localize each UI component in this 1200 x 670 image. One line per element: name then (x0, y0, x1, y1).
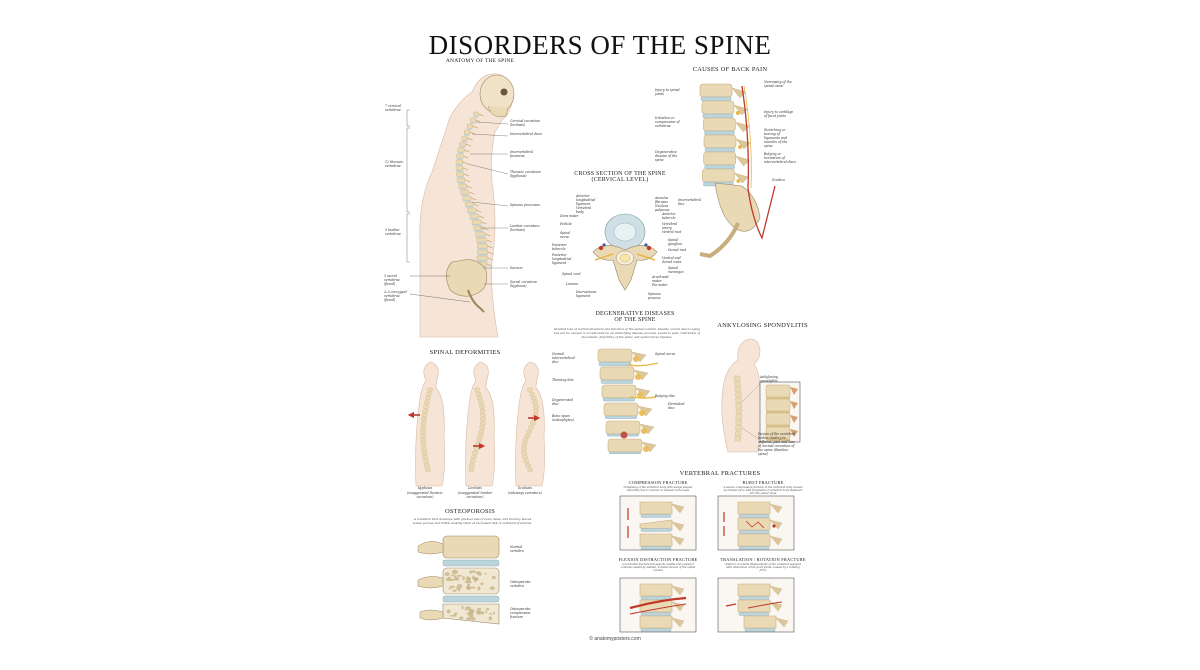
osteoporosis-label-normal: Normal vertebra (510, 545, 524, 553)
osteoporosis-title: OSTEOPOROSIS (444, 508, 496, 515)
deformity-scoliosis-caption: (sideways curvature) (508, 491, 542, 495)
cross-label-interspinous: Interspinous ligament (576, 290, 597, 298)
ankylosing-title: ANKYLOSING SPONDYLITIS (717, 322, 808, 329)
cross-label-nucleus: Nucleus pulposus (655, 204, 670, 212)
anatomy-title: ANATOMY OF THE SPINE (445, 58, 515, 64)
degenerative-label-thinning: Thinning disc (552, 378, 574, 382)
cross-label-post-ligament: Posterior longitudinal ligament (552, 253, 572, 265)
causes-label-discs: Bulging or herniation of intervertebral … (764, 152, 796, 164)
deformity-kyphosis-name: Kyphosis (417, 486, 433, 490)
poster: DISORDERS OF THE SPINE ANATOMY OF THE SP… (380, 0, 820, 670)
ankylosing-illustration (721, 338, 801, 453)
cross-label-post-tubercle: Posterior tubercle (552, 243, 567, 251)
degenerative-label-normal: Normal intervertebral disc (552, 352, 575, 364)
cross-label-pia: Pia mater (652, 283, 668, 287)
cross-label-lamina: Lamina (566, 282, 579, 286)
spine-column (455, 111, 493, 268)
deformity-lordosis-name: Lordosis (468, 486, 482, 490)
cross-title: CROSS SECTION OF THE SPINE (CERVICAL LEV… (574, 171, 666, 183)
anatomy-illustration (406, 73, 515, 338)
cross-label-vertebral-body: Vertebral body (576, 206, 592, 214)
cross-label-disc: Intervertebral disc (678, 198, 701, 206)
cross-label-annulus: Annulus fibrosus (655, 196, 669, 204)
anatomy-label-coccygeal: 3–5 coccygeal vertebrae (fused) (384, 290, 407, 302)
degenerative-illustration (597, 348, 659, 454)
degenerative-label-degenerated: Degenerated disc (552, 398, 573, 406)
fracture-burst-text: A severe compression fracture of the ver… (723, 486, 803, 496)
degenerative-label-herniated: Herniated disc (668, 402, 685, 410)
fracture-flexion-text: A horizontal fracture through the middle… (620, 563, 696, 573)
poster-title: DISORDERS OF THE SPINE (428, 30, 772, 60)
pelvis (446, 259, 488, 297)
deformity-scoliosis-name: Scoliosis (517, 486, 533, 490)
degenerative-label-bulging: Bulging disc (655, 394, 676, 398)
cross-label-artery: Vertebral artery (662, 222, 678, 230)
poster-footer: © anatomyposters.com (589, 636, 641, 642)
cross-label-dorsal-root: Dorsal root (668, 248, 687, 252)
cross-section-illustration (592, 213, 658, 291)
fracture-compression-panel (619, 495, 697, 551)
cross-label-ant-ligament: Anterior longitudinal ligament (576, 194, 596, 206)
anatomy-label-foramina: Intervertebral foramina (510, 150, 533, 158)
degenerative-title: DEGENERATIVE DISEASES OF THE SPINE (595, 311, 675, 323)
fracture-burst-panel (717, 495, 795, 551)
cross-label-ganglion: Spinal ganglion (668, 238, 683, 246)
causes-label-joints: Injury to spinal joints (655, 88, 680, 96)
causes-label-narrowing: Narrowing of the spinal canal (764, 80, 792, 88)
fracture-flexion-panel (619, 577, 697, 633)
fracture-burst-title: BURST FRACTURE (742, 480, 784, 485)
cross-label-arachnoid: Arachnoid mater (652, 275, 669, 283)
anatomy-label-lumbar-curve: Lumbar curvature (lordosis) (510, 224, 540, 232)
fracture-flexion-title: FLEXION DISTRACTION FRACTURE (618, 557, 698, 562)
fractures-title: VERTEBRAL FRACTURES (679, 470, 761, 477)
deformities-illustration (407, 361, 545, 487)
degenerative-text: Gradual loss of normal structure and fun… (553, 327, 701, 339)
degenerative-label-nerve: Spinal nerve (655, 352, 676, 356)
causes-label-degenerative: Degenerative disease of the spine (655, 150, 678, 162)
osteoporosis-label-fracture: Osteoporotic compression fracture (510, 607, 531, 619)
anatomy-label-thoracic-curve: Thoracic curvature (kyphosis) (510, 170, 541, 178)
anatomy-label-cervical-curve: Cervical curvature (lordosis) (510, 119, 541, 127)
anatomy-label-cervical: 7 cervical vertebrae (385, 104, 401, 112)
cross-label-pedicle: Pedicle (560, 222, 572, 226)
cross-label-spinous: Spinous process (648, 292, 661, 300)
osteoporosis-illustration (417, 535, 500, 625)
deformity-lordosis-caption: (exaggerated lumbar curvature) (458, 491, 492, 499)
anatomy-label-discs: Intervertebral discs (510, 132, 542, 136)
causes-title: CAUSES OF BACK PAIN (692, 66, 768, 73)
cross-label-spinal-nerve: Spinal nerve (560, 231, 571, 239)
cross-label-ventral-root: Ventral root (662, 230, 682, 234)
cross-label-spinal-cord: Spinal cord (562, 272, 581, 276)
cross-label-roots: Ventral and dorsal roots (662, 256, 682, 264)
causes-label-facet: Injury to cartilage of facet joints (764, 110, 794, 118)
causes-label-irritation: Irritation or compression of vertebrae (655, 116, 680, 128)
ankylosing-label-main: Ankylosing spondylitis (760, 375, 778, 383)
fracture-translation-title: TRANSLATION / ROTATION FRACTURE (720, 557, 806, 562)
anatomy-label-sacral: 5 sacral vertebrae (fused) (384, 274, 400, 286)
deformities-title: SPINAL DEFORMITIES (429, 349, 501, 356)
fracture-compression-text: Collapsing of the vertebral body with we… (623, 486, 693, 493)
anatomy-label-lumbar: 5 lumbar vertebrae (385, 228, 401, 236)
cross-label-dura: Dura mater (560, 214, 579, 218)
causes-label-ligaments: Stretching or tearing of ligaments and m… (764, 128, 788, 148)
causes-illustration (699, 83, 776, 259)
deformity-kyphosis-caption: (exaggerated thoracic curvature) (407, 491, 443, 499)
anatomy-label-sacrum: Sacrum (510, 266, 523, 270)
ankylosing-label-fusion: Fusion of the vertebral bodies leading t… (758, 432, 796, 456)
degenerative-label-spurs: Bone spurs (osteophytes) (552, 414, 574, 422)
anatomy-label-spinous: Spinous processes (510, 203, 540, 207)
cross-label-meninges: Spinal meninges (668, 266, 684, 274)
causes-label-sciatica: Sciatica (772, 178, 785, 182)
fracture-translation-text: Anterior or lateral displacement of the … (725, 563, 801, 573)
cross-label-ant-tubercle: Anterior tubercle (662, 212, 676, 220)
anatomy-label-thoracic: 12 thoracic vertebrae (385, 160, 404, 168)
osteoporosis-text: A condition that develops with gradual l… (412, 517, 533, 525)
fracture-compression-title: COMPRESSION FRACTURE (628, 480, 688, 485)
osteoporosis-label-osteoporotic: Osteoporotic vertebra (510, 580, 531, 588)
fracture-translation-panel (717, 577, 795, 633)
anatomy-label-sacral-curve: Sacral curvature (kyphosis) (510, 280, 538, 288)
